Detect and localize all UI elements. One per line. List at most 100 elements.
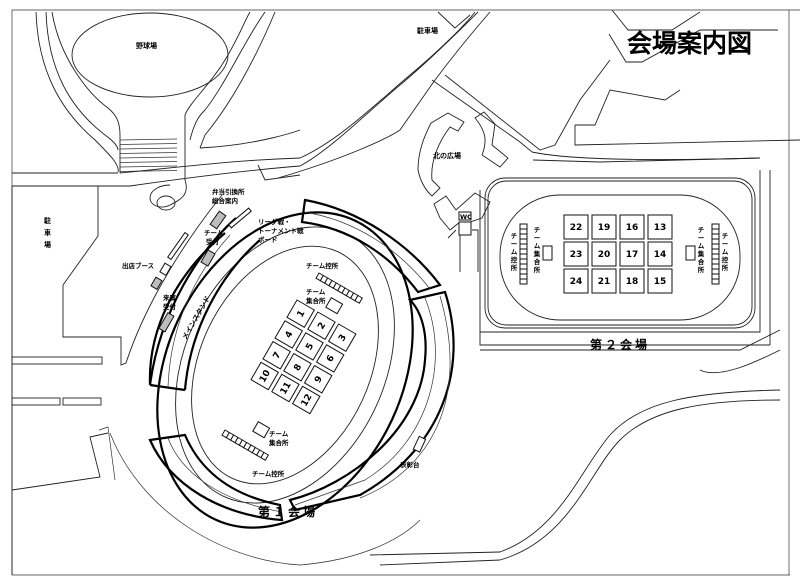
- venue1-court: [315, 344, 345, 373]
- venue2-label: 第２会場: [590, 337, 650, 352]
- stair-step: [119, 156, 178, 159]
- guest-reception-label-1: 来賓: [162, 293, 177, 302]
- venue2-court-number: 18: [626, 277, 639, 287]
- vertical-label-char: 所: [511, 263, 518, 272]
- venue1-team-assembly-top-label-2: 集合所: [305, 296, 326, 305]
- venue2-stalls: [519, 223, 720, 285]
- venue1-assembly-box-top: [325, 296, 344, 315]
- vertical-label-char: チ: [511, 232, 518, 240]
- venue2-court-number: 21: [598, 277, 611, 287]
- venue1-team-waiting-bottom-label: チーム控所: [252, 469, 285, 478]
- venue2-court: [647, 241, 673, 267]
- shop-booth-label: 出店ブース: [122, 261, 154, 270]
- team-waiting-stall: [711, 233, 720, 240]
- vertical-label-char: 所: [534, 265, 541, 274]
- venue2-court: [591, 241, 617, 267]
- venue2-court: [619, 268, 645, 294]
- team-waiting-stall: [519, 233, 528, 240]
- team-waiting-stall: [711, 278, 720, 285]
- venue1-court: [274, 320, 304, 349]
- venue2-court: [563, 241, 589, 267]
- team-waiting-stall: [519, 223, 528, 230]
- wc-label: WC: [460, 213, 472, 221]
- stair-step: [119, 143, 178, 145]
- team-waiting-stall: [519, 248, 528, 255]
- vertical-label-char: 集: [697, 249, 705, 258]
- baseball-field-label: 野球場: [136, 41, 157, 50]
- venue2-court: [647, 214, 673, 240]
- venue2-court-number: 13: [654, 223, 667, 233]
- venue2-court-number: 23: [570, 250, 583, 260]
- vertical-label-char: チ: [534, 226, 541, 234]
- team-waiting-stall: [354, 294, 363, 304]
- venue2-court: [647, 268, 673, 294]
- team-waiting-stall: [519, 238, 528, 245]
- venue1-court: [307, 311, 336, 341]
- bento-exchange-label: 弁当引換所: [212, 187, 245, 196]
- vertical-label-char: ム: [722, 248, 729, 256]
- team-waiting-stall: [519, 253, 528, 260]
- parking-west-label-2: 車: [44, 228, 51, 237]
- venue1-team-waiting-stalls: [221, 272, 363, 461]
- venue1-court-number: 8: [292, 363, 304, 373]
- venue2-assembly-box-right: [685, 245, 696, 261]
- venue2-court-number: 24: [570, 277, 583, 287]
- parking-west-label-3: 場: [44, 240, 51, 249]
- team-waiting-stall: [711, 228, 720, 235]
- venue1-court-number: 9: [313, 375, 325, 385]
- venue2-court: [591, 268, 617, 294]
- venue1-court-number: 1: [296, 309, 308, 319]
- venue1-stadium: [98, 198, 455, 566]
- baseball-field: [35, 11, 301, 180]
- team-waiting-stall: [711, 243, 720, 250]
- venue1-court-number: 7: [272, 351, 284, 361]
- team-waiting-stall: [711, 263, 720, 270]
- team-waiting-stall: [519, 263, 528, 270]
- venue1-court: [327, 323, 357, 353]
- team-waiting-stall: [519, 228, 528, 235]
- facility-boxes: [150, 207, 427, 453]
- vertical-label-char: ム: [698, 242, 705, 250]
- venue1-assembly-box-bottom: [252, 420, 271, 439]
- team-waiting-stall: [711, 253, 720, 260]
- league-board-label-2: トーナメント戦: [258, 226, 304, 235]
- venue1-court-number: 4: [284, 330, 296, 340]
- stair-step: [119, 138, 178, 141]
- team-waiting-stall: [711, 248, 720, 255]
- team-waiting-stall: [711, 268, 720, 275]
- venue2-court: [563, 214, 589, 240]
- league-board-label-3: ボード: [258, 235, 278, 244]
- wc-building: WC: [447, 211, 479, 272]
- guest-reception-label-2: 受付: [163, 302, 177, 311]
- award-stand-label: 表彰台: [399, 460, 420, 469]
- venue1-team-assembly-bottom-label-2: 集合所: [268, 438, 289, 447]
- vertical-label-char: 所: [722, 263, 729, 272]
- vertical-label-char: 控: [722, 255, 729, 264]
- team-waiting-stall: [519, 278, 528, 285]
- team-waiting-stall: [711, 258, 720, 265]
- team-waiting-stall: [711, 273, 720, 280]
- venue2-court: [619, 241, 645, 267]
- venue2-court-number: 14: [654, 250, 667, 260]
- venue1-court-number: 2: [316, 321, 328, 331]
- west-area: [11, 186, 223, 575]
- venue2-court-number: 20: [598, 250, 611, 260]
- venue2-team-waiting-left-label: チーム控所: [511, 232, 518, 272]
- map-title: 会場案内図: [627, 29, 752, 58]
- venue1-label: 第１会場: [258, 504, 318, 519]
- team-waiting-stall: [711, 223, 720, 230]
- roads: [12, 9, 800, 211]
- venue1-team-waiting-top-label: チーム控所: [306, 261, 339, 270]
- map-frame: [11, 9, 800, 576]
- venue1-court-number: 5: [304, 342, 316, 352]
- team-waiting-stall: [711, 238, 720, 245]
- team-waiting-stall: [519, 243, 528, 250]
- baseball-stairs: [119, 138, 178, 172]
- venue2-court-number: 22: [570, 223, 583, 233]
- parking-north-label: 駐車場: [417, 26, 438, 35]
- team-waiting-stall: [519, 258, 528, 265]
- vertical-label-char: ム: [534, 242, 541, 250]
